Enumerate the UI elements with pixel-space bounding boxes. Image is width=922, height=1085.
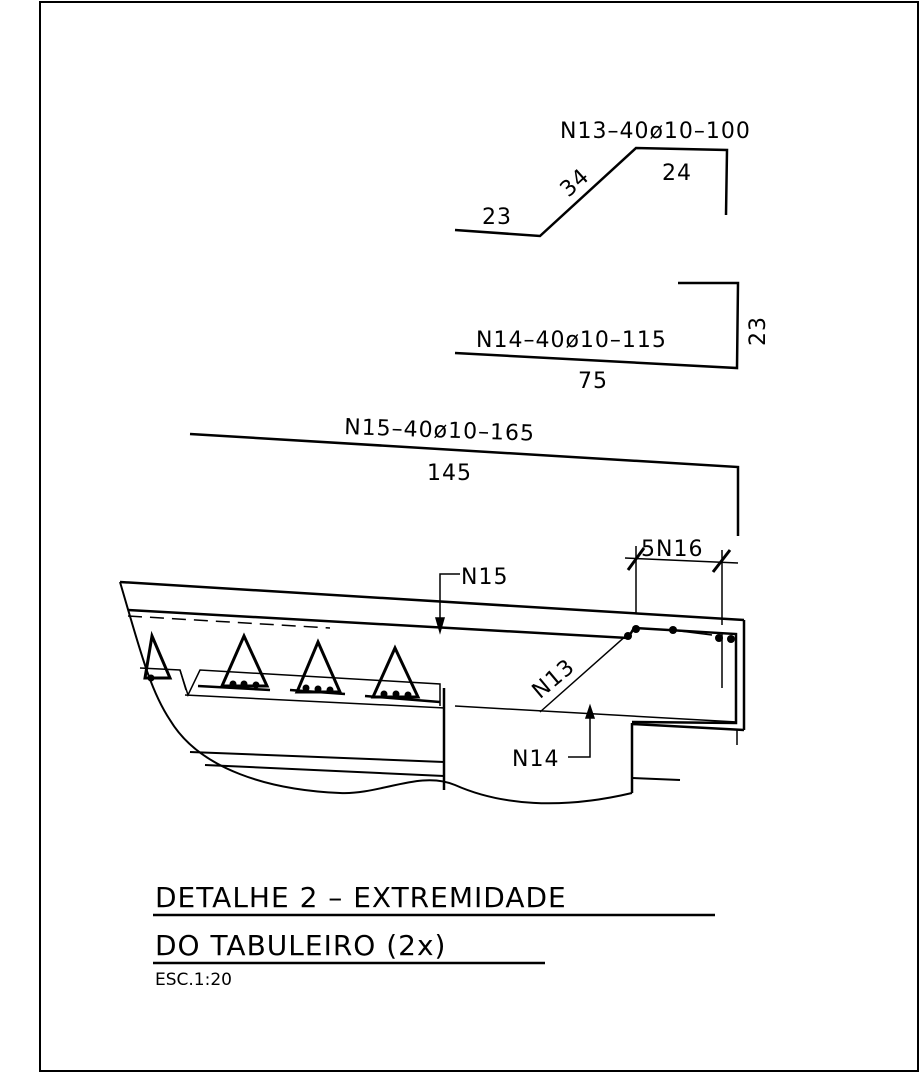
bar-n14-segment-2: 23 <box>746 316 771 346</box>
bar-n15: N15–40ø10–165 145 <box>189 415 740 536</box>
callout-n15: N15 <box>461 565 508 590</box>
bar-n13-shape <box>454 146 729 238</box>
bar-n15-shape <box>189 432 740 536</box>
bar-n13-segment-2: 34 <box>556 164 595 203</box>
callout-n16: 5N16 <box>641 537 703 562</box>
drawing-scale: ESC.1:20 <box>155 970 232 990</box>
bar-n14-shape <box>454 281 740 370</box>
bar-n14-segment-1: 75 <box>578 369 608 394</box>
callout-n14-leader <box>568 703 596 758</box>
callout-n15-leader <box>435 573 460 635</box>
callout-n14: N14 <box>512 747 559 772</box>
bar-n14: N14–40ø10–115 75 23 <box>454 281 771 394</box>
bar-n15-label: N15–40ø10–165 <box>344 415 536 447</box>
deck-section <box>119 580 746 805</box>
sheet-border <box>39 1 919 1072</box>
drawing-title-line1: DETALHE 2 – EXTREMIDADE <box>155 881 567 914</box>
bar-n14-label: N14–40ø10–115 <box>476 328 667 353</box>
bar-n13-label: N13–40ø10–100 <box>560 119 751 144</box>
bar-n15-segment-1: 145 <box>427 461 472 486</box>
rebar-dots <box>147 625 735 699</box>
bar-n13-segment-1: 23 <box>482 205 512 230</box>
bar-n13-segment-3: 24 <box>662 161 692 186</box>
drawing-title-line2: DO TABULEIRO (2x) <box>155 929 446 962</box>
bar-n13: N13–40ø10–100 23 34 24 <box>454 119 751 238</box>
n16-dimension <box>624 546 739 625</box>
callout-n13: N13 <box>528 654 580 704</box>
